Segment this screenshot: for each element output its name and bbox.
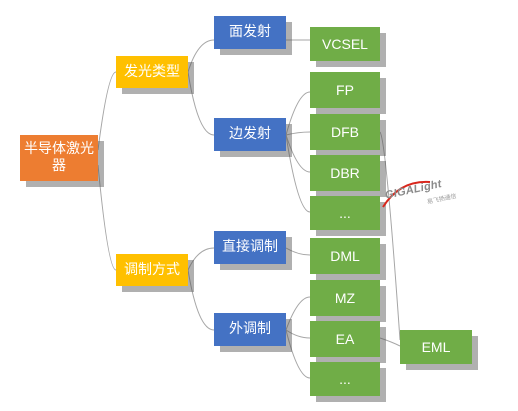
dfb-node: DFB xyxy=(310,114,380,150)
edge-emitting-node: 边发射 xyxy=(214,118,286,151)
edge-more-node: ... xyxy=(310,196,380,230)
root-node: 半导体激光器 xyxy=(20,135,98,181)
connector-emission-edge xyxy=(187,71,215,136)
connector-root-modulation xyxy=(97,164,117,271)
direct-modulation-node: 直接调制 xyxy=(214,231,286,264)
connector-modulation-direct xyxy=(187,247,215,271)
fp-label: FP xyxy=(336,81,354,98)
connector-edge-dbr xyxy=(285,134,311,173)
emission-type-label: 发光类型 xyxy=(124,63,180,80)
root-label: 半导体激光器 xyxy=(24,141,94,174)
eml-label: EML xyxy=(421,338,451,355)
ea-node: EA xyxy=(310,321,380,357)
connector-external-ea xyxy=(285,329,311,339)
connector-edge-more xyxy=(285,134,311,213)
external-modulation-label: 外调制 xyxy=(229,321,271,337)
ext-more-node: ... xyxy=(310,362,380,396)
connector-external-mz xyxy=(285,296,311,331)
external-modulation-node: 外调制 xyxy=(214,313,286,346)
eml-node: EML xyxy=(400,330,472,364)
connector-external-more xyxy=(285,329,311,379)
connector-emission-surface xyxy=(187,39,215,73)
modulation-label: 调制方式 xyxy=(124,261,180,278)
mz-label: MZ xyxy=(334,289,356,306)
surface-emitting-node: 面发射 xyxy=(214,16,286,49)
connector-root-emission xyxy=(97,71,117,151)
connector-modulation-external xyxy=(187,269,215,331)
connector-dfb-eml xyxy=(379,131,401,341)
direct-modulation-label: 直接调制 xyxy=(222,239,278,255)
dml-label: DML xyxy=(330,247,360,264)
dbr-node: DBR xyxy=(310,155,380,191)
modulation-node: 调制方式 xyxy=(116,254,188,286)
connector-ea-eml xyxy=(379,337,401,347)
ea-label: EA xyxy=(335,330,355,347)
surface-emitting-label: 面发射 xyxy=(229,24,271,40)
connector-edge-fp xyxy=(285,91,311,136)
dml-node: DML xyxy=(310,238,380,274)
dbr-label: DBR xyxy=(330,164,360,181)
ext-more-label: ... xyxy=(339,370,351,387)
connector-direct-dml xyxy=(285,247,311,256)
edge-more-label: ... xyxy=(339,204,351,221)
dfb-label: DFB xyxy=(331,123,359,140)
connector-edge-dfb xyxy=(285,131,311,136)
mz-node: MZ xyxy=(310,280,380,316)
vcsel-label: VCSEL xyxy=(322,35,368,52)
emission-type-node: 发光类型 xyxy=(116,56,188,88)
vcsel-node: VCSEL xyxy=(310,27,380,61)
edge-emitting-label: 边发射 xyxy=(229,126,271,142)
fp-node: FP xyxy=(310,72,380,108)
